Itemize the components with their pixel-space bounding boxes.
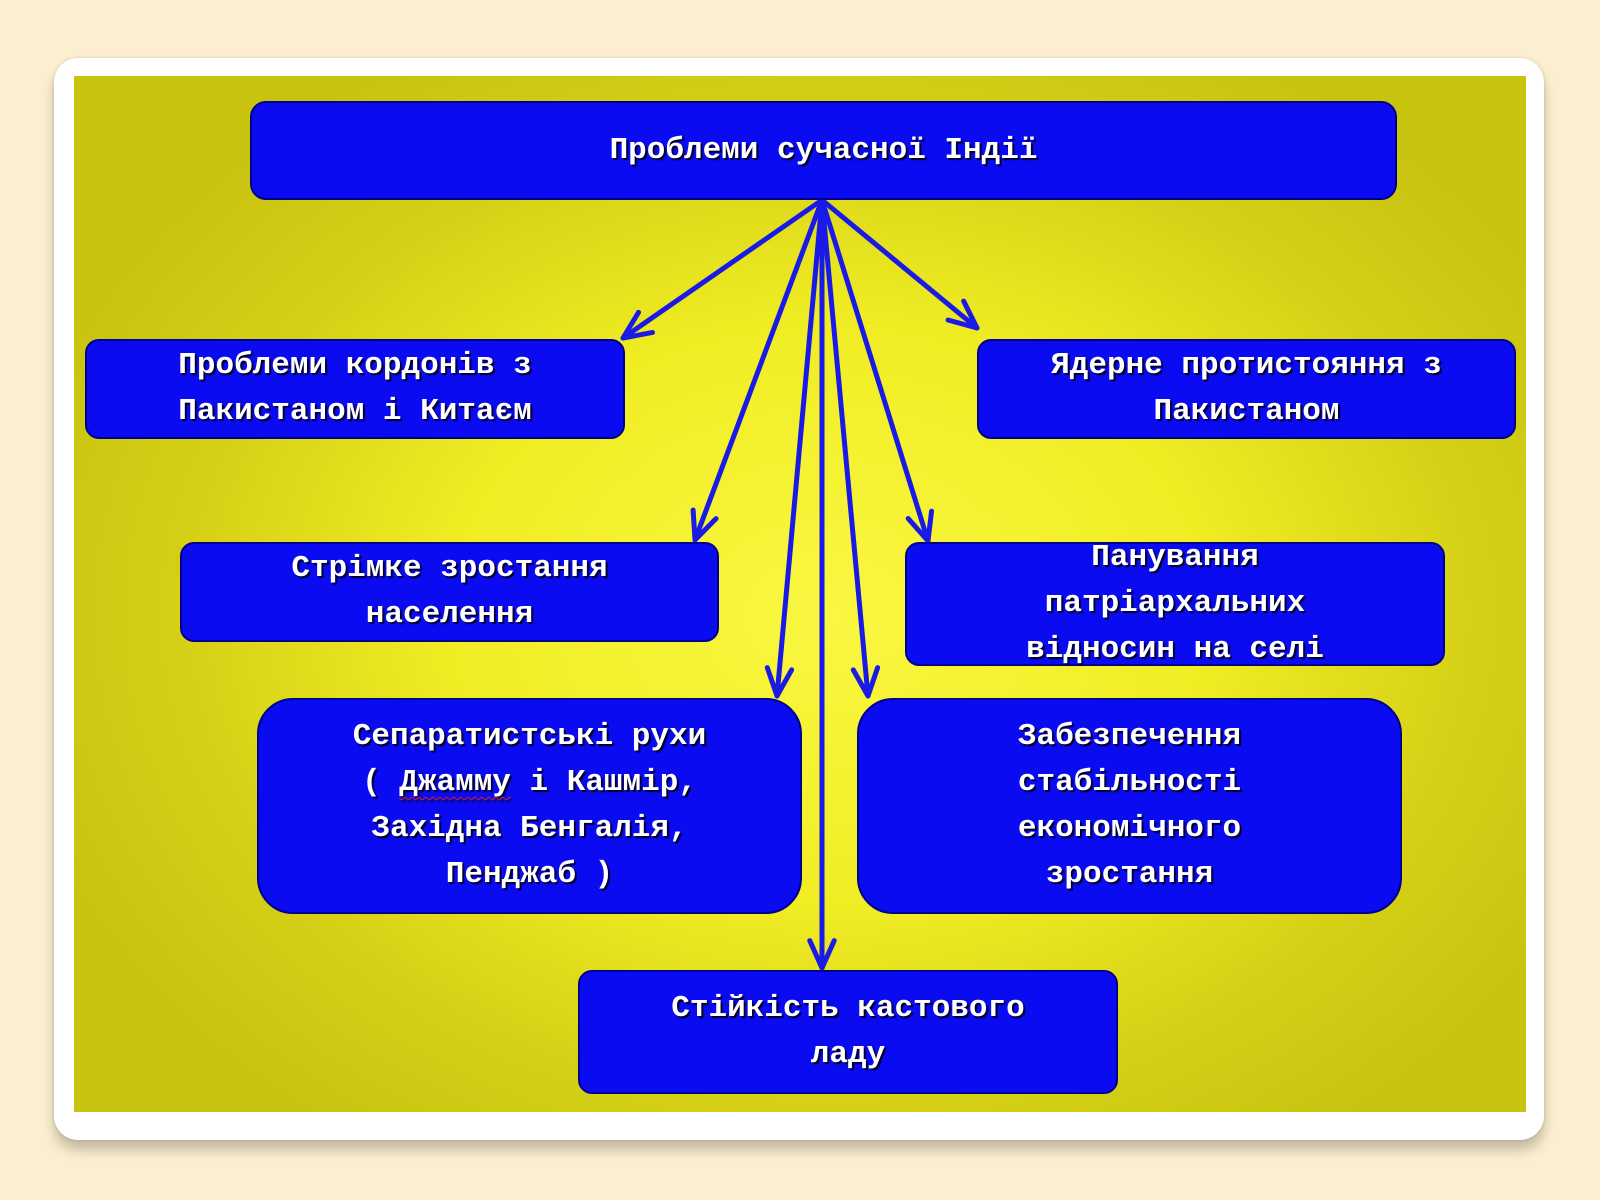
separatist-line-2-rest: і Кашмір, [510,765,697,800]
separatist-line-4: Пенджаб ) [445,857,614,892]
node-borders: Проблеми кордонів з Пакистаном і Китаєм [85,339,625,439]
node-economic: Забезпечення стабільності економічного з… [857,698,1402,914]
node-nuclear: Ядерне протистояння з Пакистаном [977,339,1516,439]
node-caste-label: Стійкість кастового ладу [671,991,1025,1072]
node-patriarchal-label: Панування патріархальних відносин на сел… [1026,540,1324,667]
separatist-line-1: Сепаратистські рухи [352,719,707,754]
node-population-label: Стрімке зростання населення [291,551,608,632]
separatist-underlined-word: Джамму [399,765,511,800]
node-economic-label: Забезпечення стабільності економічного з… [1017,719,1242,892]
root-label: Проблеми сучасної Індії [609,132,1038,168]
separatist-line-2: ( Джамму і Кашмір, [353,760,706,806]
separatist-open-paren: ( [362,765,400,800]
node-caste: Стійкість кастового ладу [578,970,1118,1094]
node-separatist-label: Сепаратистські рухи ( Джамму і Кашмір, З… [353,714,706,898]
node-patriarchal: Панування патріархальних відносин на сел… [905,540,1445,667]
root-node: Проблеми сучасної Індії [250,101,1397,200]
node-population: Стрімке зростання населення [180,542,719,642]
node-separatist: Сепаратистські рухи ( Джамму і Кашмір, З… [257,698,802,914]
node-borders-label: Проблеми кордонів з Пакистаном і Китаєм [178,348,532,429]
node-nuclear-label: Ядерне протистояння з Пакистаном [1051,348,1442,429]
separatist-line-3: Західна Бенгалія, [371,811,688,846]
